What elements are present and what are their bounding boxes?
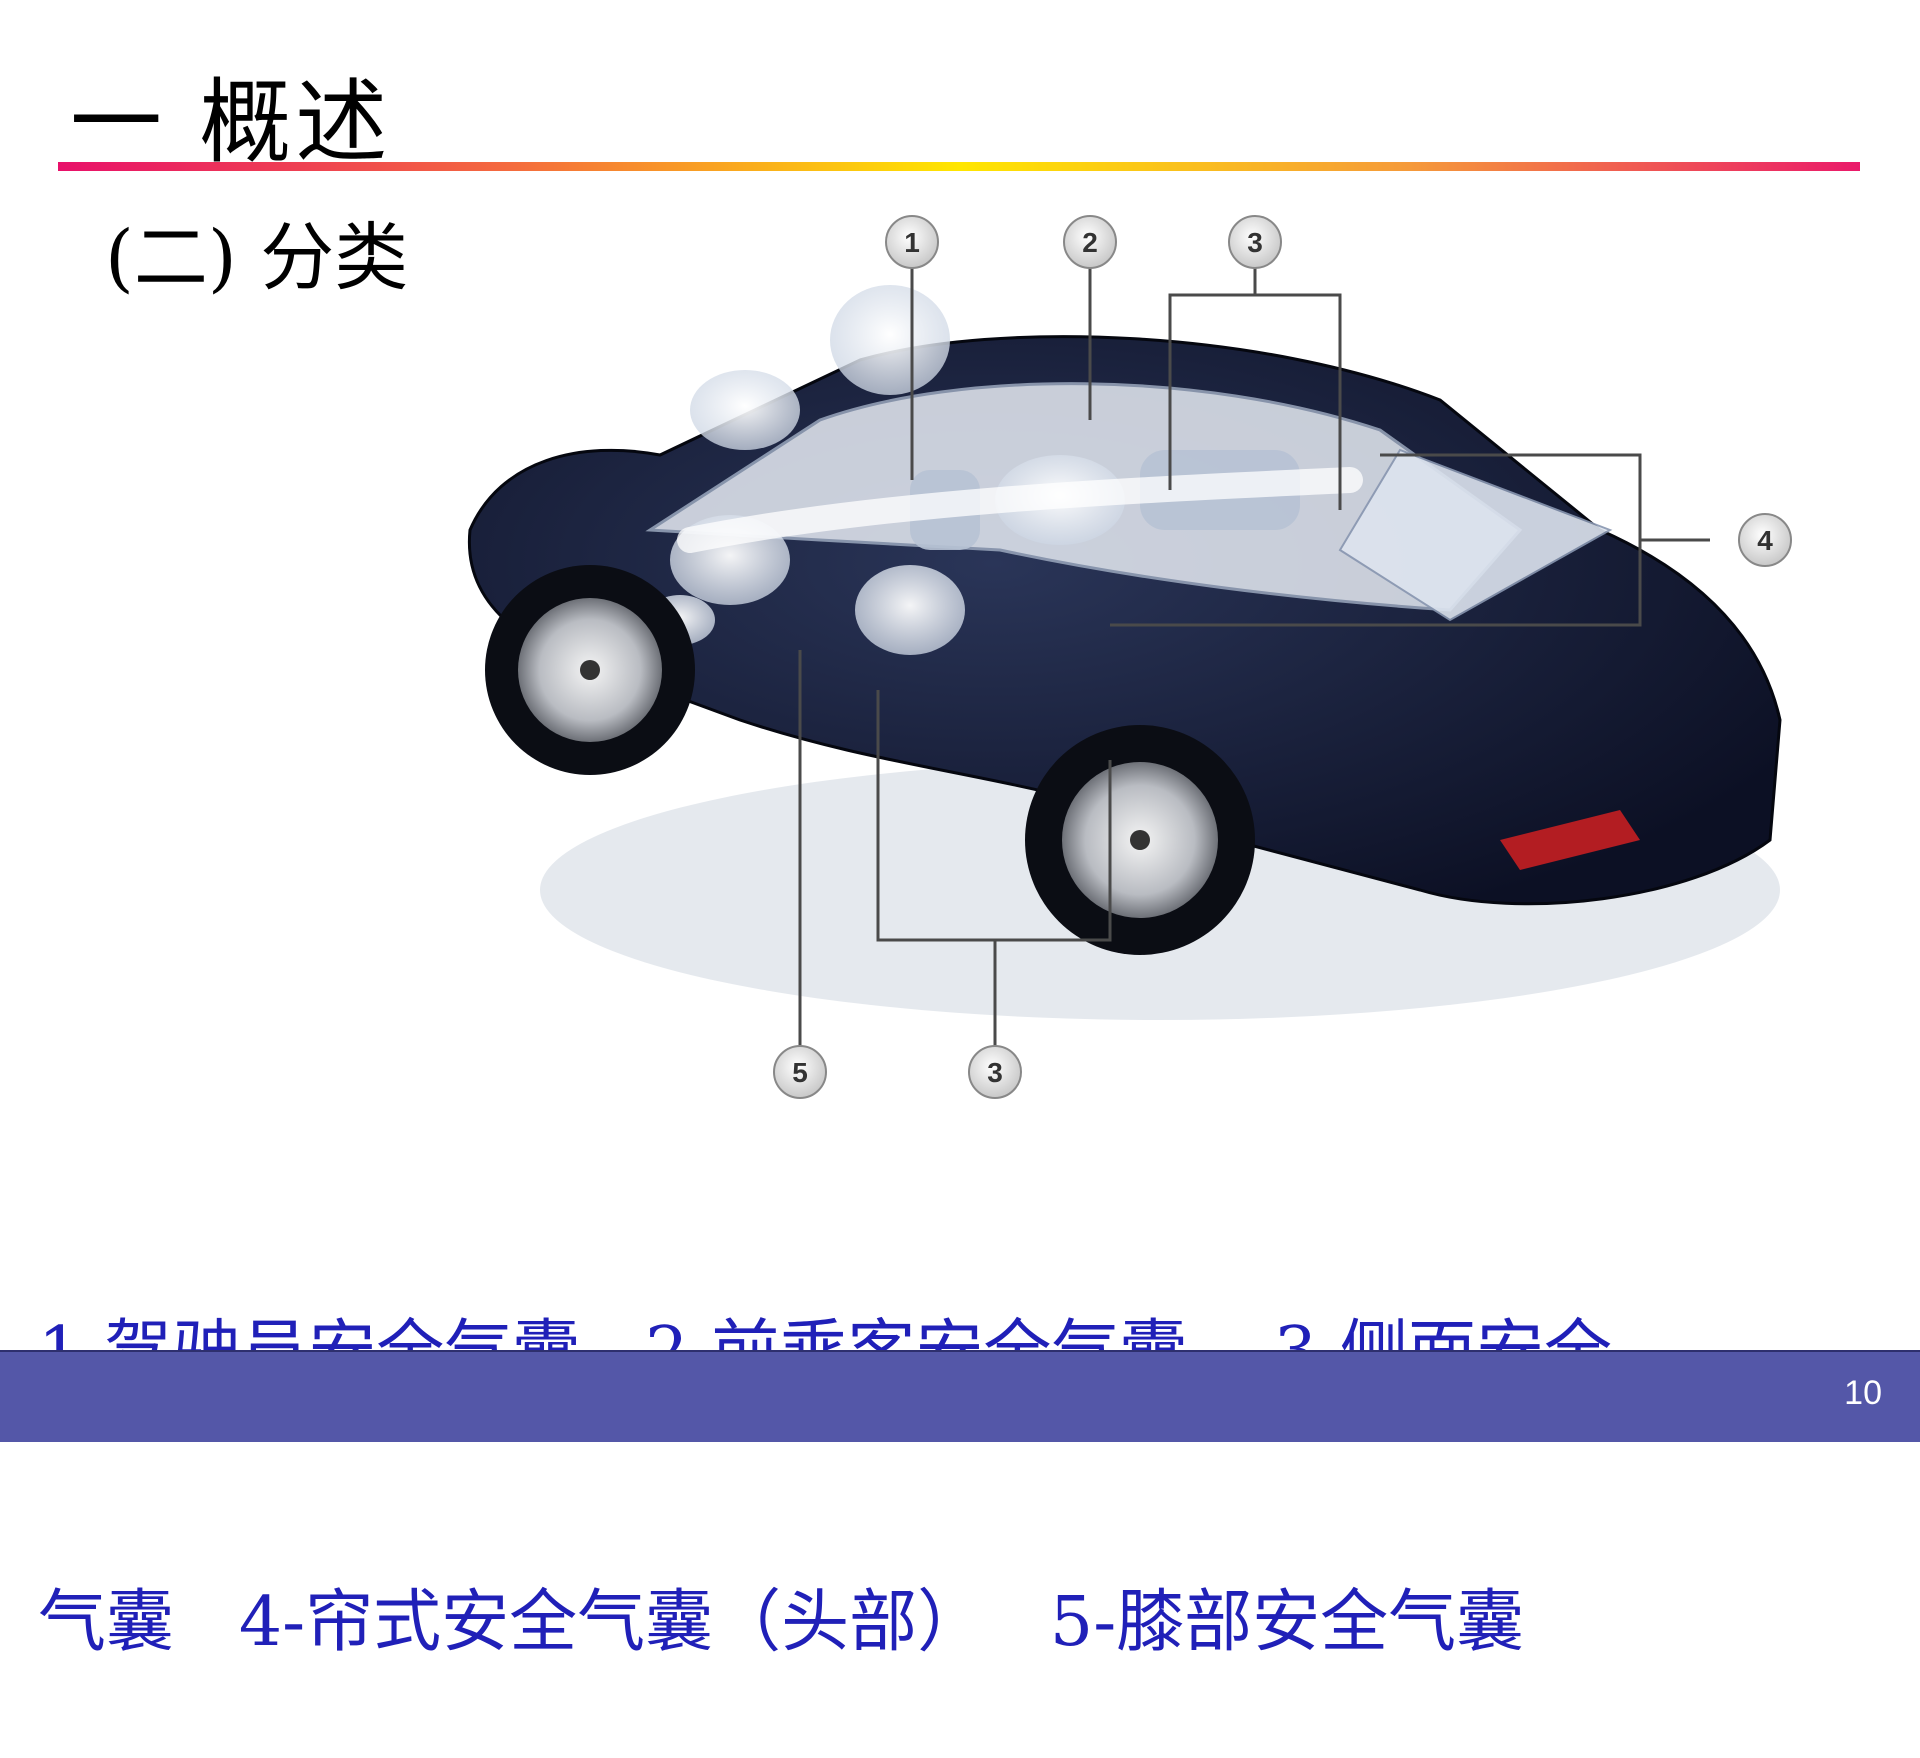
airbag-car-diagram: 1 2 3 4 5 3 bbox=[467, 215, 1792, 1099]
tail-light bbox=[1500, 810, 1640, 870]
caption-line-2: 气囊 4-帘式安全气囊（头部） 5-膝部安全气囊 bbox=[38, 1583, 1525, 1662]
rear-wheel bbox=[1025, 725, 1255, 955]
driver-airbag bbox=[690, 370, 800, 450]
side-airbag-rear bbox=[855, 565, 965, 655]
svg-text:4: 4 bbox=[1757, 525, 1773, 556]
slide-title: 一 概述 bbox=[70, 69, 392, 176]
passenger-airbag bbox=[830, 285, 950, 395]
svg-text:5: 5 bbox=[792, 1057, 808, 1088]
section-subtitle: (二) 分类 bbox=[105, 215, 409, 301]
svg-text:2: 2 bbox=[1082, 227, 1098, 258]
svg-text:1: 1 bbox=[904, 227, 920, 258]
airbag-legend-caption: 1-驾驶员安全气囊 2-前乘客安全气囊 3-侧面安全 气囊 4-帘式安全气囊（头… bbox=[38, 1128, 1888, 1758]
callout-badge-3-bottom: 3 bbox=[968, 1045, 1022, 1099]
callout-badge-5: 5 bbox=[773, 1045, 827, 1099]
svg-text:3: 3 bbox=[987, 1057, 1003, 1088]
page-number: 10 bbox=[1844, 1374, 1882, 1412]
callout-badge-3-top: 3 bbox=[1228, 215, 1282, 269]
callout-badge-1: 1 bbox=[885, 215, 939, 269]
callout-badge-2: 2 bbox=[1063, 215, 1117, 269]
rear-window bbox=[1338, 448, 1613, 622]
title-divider bbox=[58, 162, 1860, 171]
footer-bar: 10 bbox=[0, 1350, 1920, 1442]
front-wheel bbox=[485, 565, 695, 775]
curtain-airbag bbox=[677, 467, 1363, 553]
svg-text:3: 3 bbox=[1247, 227, 1263, 258]
callout-badge-4: 4 bbox=[1738, 513, 1792, 567]
